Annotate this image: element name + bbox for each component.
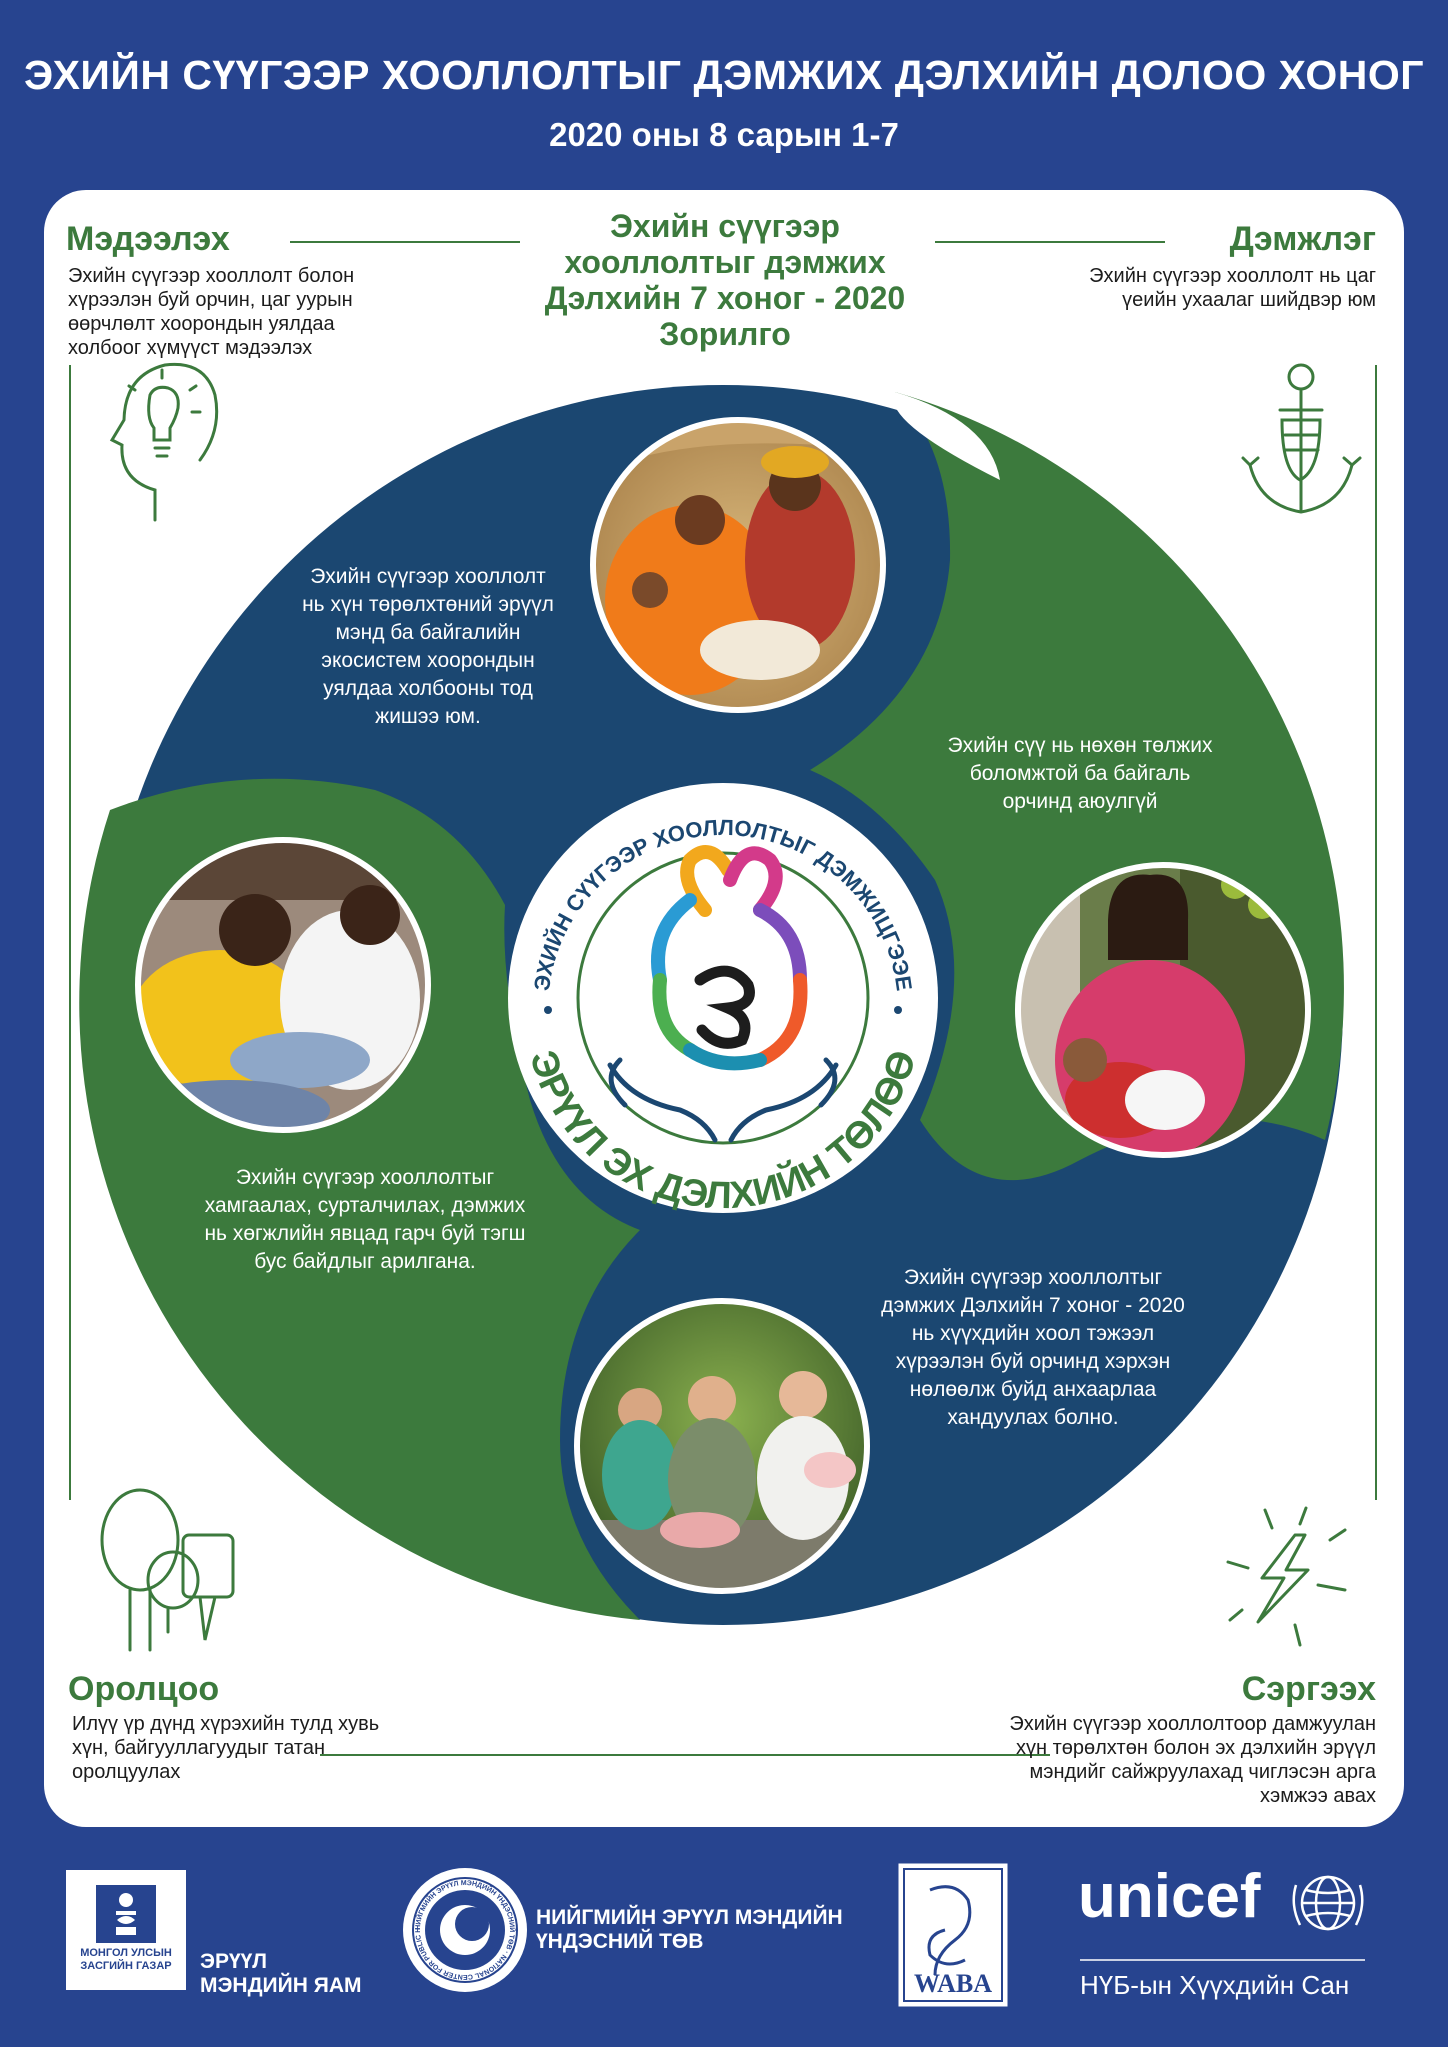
segment-left-text: Эхийн сүүгээр хооллолтыг хамгаалах, сурт… <box>170 1164 560 1276</box>
text-line: нь хөгжлийн явцад гарч буй тэгш <box>204 1222 526 1245</box>
text-line: Эхийн сүүгээр хооллолт болон <box>68 265 355 287</box>
text-line: МЭНДИЙН ЯАМ <box>200 1974 362 1997</box>
goal-line: Дэлхийн 7 хоног - 2020 <box>544 280 906 316</box>
segment-top-text: Эхийн сүүгээр хооллолт нь хүн төрөлхтөни… <box>268 563 588 731</box>
text-line: нөлөөлж буйд анхаарлаа <box>909 1378 1157 1401</box>
text-line: хүрээлэн буй орчинд хэрхэн <box>895 1350 1171 1373</box>
text-line: хандуулах болно. <box>947 1406 1119 1429</box>
anchor-heading: Дэмжлэг <box>1229 220 1376 258</box>
anchor-text: Эхийн сүүгээр хооллолт нь цаг үеийн ухаа… <box>1000 264 1376 312</box>
text-line: Эхийн сүүгээр хооллолт нь цаг <box>1089 265 1376 287</box>
inform-heading: Мэдээлэх <box>66 220 230 258</box>
text-line: хүн, байгууллагуудыг татан <box>72 1737 326 1759</box>
lightning-bolt-icon <box>1226 1506 1347 1647</box>
text-line: нь хүүхдийн хоол тэжээл <box>911 1322 1155 1345</box>
text-line: хэмжээ авах <box>1260 1785 1376 1807</box>
galvanise-heading: Сэргээх <box>1241 1670 1376 1708</box>
inform-text: Эхийн сүүгээр хооллолт болон хүрээлэн бу… <box>68 264 408 360</box>
text-line: Эхийн сүү нь нөхөн төлжих <box>947 734 1213 757</box>
text-line: Эхийн сүүгээр хооллолтоор дамжуулан <box>1009 1713 1376 1735</box>
text-line: дэмжих Дэлхийн 7 хоног - 2020 <box>881 1294 1185 1317</box>
text-line: ҮНДЭСНИЙ ТӨВ <box>536 1930 704 1953</box>
hands-icon <box>607 1057 839 1143</box>
page-title: ЭХИЙН СҮҮГЭЭР ХООЛЛОЛТЫГ ДЭМЖИХ ДЭЛХИЙН … <box>23 52 1425 98</box>
unicef-globe-icon <box>1292 1875 1364 1931</box>
text-line: өөрчлөлт хоорондын уялдаа <box>68 313 335 335</box>
unicef-wordmark: unicef <box>1078 1862 1261 1931</box>
goal-line: Эхийн сүүгээр <box>610 208 840 244</box>
waba-logo: WABA <box>895 1860 1011 2010</box>
text-line: жишээ юм. <box>375 705 481 728</box>
text-line: хамгаалах, сурталчилах, дэмжих <box>204 1194 526 1217</box>
segment-right-text: Эхийн сүү нь нөхөн төлжих боломжтой ба б… <box>910 732 1250 816</box>
goal-title: Эхийн сүүгээр хооллолтыг дэмжих Дэлхийн … <box>515 208 935 352</box>
text-line: холбоог хүмүүст мэдээлэх <box>68 337 313 359</box>
text-line: бус байдлыг арилгана. <box>254 1250 476 1273</box>
text-line: хүн төрөлхтөн болон эх дэлхийн эрүүл <box>1015 1737 1376 1759</box>
text-line: МОНГОЛ УЛСЫН <box>80 1947 172 1959</box>
text-line: орчинд аюулгүй <box>1002 790 1158 813</box>
lightbulb-head-icon <box>109 362 219 522</box>
text-line: ЭРҮҮЛ <box>200 1950 268 1973</box>
event-date: 2020 оны 8 сарын 1-7 <box>549 116 899 153</box>
speech-bubbles-icon <box>100 1488 235 1652</box>
mother-child-emblem <box>651 845 808 1071</box>
ministry-label: ЭРҮҮЛ МЭНДИЙН ЯАМ <box>200 1950 362 1998</box>
text-line: Эхийн сүүгээр хооллолт <box>310 565 546 588</box>
text-line: оролцуулах <box>72 1761 181 1783</box>
text-line: Эхийн сүүгээр хооллолтыг <box>235 1166 495 1189</box>
text-line: мэндийг сайжруулахад чиглэсэн арга <box>1029 1761 1377 1783</box>
goal-line: хооллолтыг дэмжих <box>564 244 886 280</box>
unicef-subtitle: НҮБ-ын Хүүхдийн Сан <box>1080 1970 1350 2000</box>
text-line: ЗАСГИЙН ГАЗАР <box>80 1960 172 1972</box>
text-line: НИЙГМИЙН ЭРҮҮЛ МЭНДИЙН <box>536 1906 843 1929</box>
photo-desert-family <box>593 420 883 710</box>
emblem-background <box>508 783 938 1213</box>
text-line: экосистем хоорондын <box>321 649 535 672</box>
text-line: үеийн ухаалаг шийдвэр юм <box>1122 289 1376 311</box>
text-line: Эхийн сүүгээр хооллолтыг <box>903 1266 1163 1289</box>
frame-lines <box>69 241 1377 1756</box>
anchor-hand-icon <box>1241 363 1362 514</box>
government-logo-text: МОНГОЛ УЛСЫН ЗАСГИЙН ГАЗАР <box>66 1947 186 1973</box>
ncph-label: НИЙГМИЙН ЭРҮҮЛ МЭНДИЙН ҮНДЭСНИЙ ТӨВ <box>536 1906 843 1954</box>
galvanise-text: Эхийн сүүгээр хооллолтоор дамжуулан хүн … <box>900 1712 1376 1808</box>
text-line: мэнд ба байгалийн <box>335 621 521 644</box>
text-line: хүрээлэн буй орчин, цаг уурын <box>68 289 353 311</box>
text-line: Илүү үр дүнд хүрэхийн тулд хувь <box>72 1713 380 1735</box>
segment-bottom-text: Эхийн сүүгээр хооллолтыг дэмжих Дэлхийн … <box>838 1264 1228 1432</box>
engage-heading: Оролцоо <box>68 1670 220 1708</box>
engage-text: Илүү үр дүнд хүрэхийн тулд хувь хүн, бай… <box>72 1712 432 1784</box>
text-line: боломжтой ба байгаль <box>969 762 1191 785</box>
government-logo <box>66 1870 186 1990</box>
text-line: нь хүн төрөлхтөний эрүүл <box>302 593 554 616</box>
waba-label: WABA <box>914 1969 992 1998</box>
text-line: уялдаа холбооны тод <box>323 677 533 700</box>
goal-line: Зорилго <box>659 316 791 352</box>
